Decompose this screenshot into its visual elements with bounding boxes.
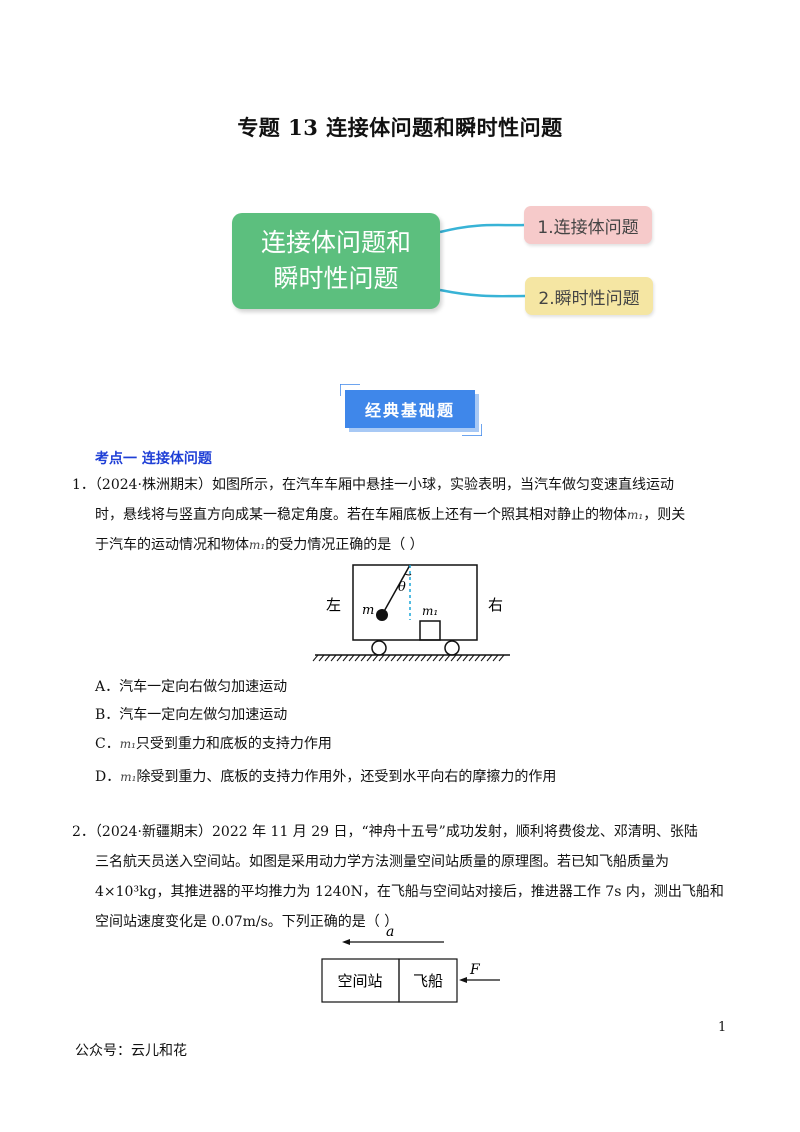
hatch-mark <box>324 654 331 662</box>
hatch-mark <box>420 654 427 662</box>
section-badge: 经典基础题 <box>340 384 482 436</box>
hatch-mark <box>396 654 403 662</box>
q1-m1-symbol: m₁ <box>627 508 644 522</box>
q2-line3: 4×10³kg，其推进器的平均推力为 1240N，在飞船与空间站对接后，推进器工… <box>95 884 724 900</box>
block-m1 <box>419 620 441 641</box>
q1-text: 1．（2024·株洲期末）如图所示，在汽车车厢中悬挂一小球，实验表明，当汽车做匀… <box>72 470 732 560</box>
q1-line2: 时，悬线将与竖直方向成某一稳定角度。若在车厢底板上还有一个照其相对静止的物体 <box>95 507 627 523</box>
mindmap-node-connected-body: 1.连接体问题 <box>524 206 652 244</box>
q1-m1-symbol-2: m₁ <box>249 538 266 552</box>
option-a-label: A． <box>95 679 120 695</box>
block-label: m₁ <box>422 604 438 618</box>
q2-line2: 三名航天员送入空间站。如图是采用动力学方法测量空间站质量的原理图。若已知飞船质量… <box>95 854 669 870</box>
option-c-symbol: m₁ <box>119 737 136 751</box>
mindmap-node-instantaneous: 2.瞬时性问题 <box>525 277 653 315</box>
hatch-mark <box>342 654 349 662</box>
option-c-text: 只受到重力和底板的支持力作用 <box>135 736 332 752</box>
ground-hatching <box>312 654 505 662</box>
q1-figure: θ m m₁ 左 右 <box>312 564 510 662</box>
station-label: 空间站 <box>337 972 382 990</box>
wheel-right <box>444 640 460 656</box>
mass-label: m <box>362 603 374 618</box>
hatch-mark <box>498 654 505 662</box>
q1-option-a[interactable]: A．汽车一定向右做匀加速运动 <box>95 676 287 696</box>
hatch-mark <box>480 654 487 662</box>
option-a-text: 汽车一定向右做匀加速运动 <box>119 679 288 695</box>
hatch-mark <box>408 654 415 662</box>
hatch-mark <box>318 654 325 662</box>
hatch-mark <box>330 654 337 662</box>
hatch-mark <box>444 654 451 662</box>
q1-line3: 于汽车的运动情况和物体 <box>95 537 249 553</box>
q2-line1: 2022 年 11 月 29 日，“神舟十五号”成功发射，顺利将费俊龙、邓清明、… <box>212 824 698 840</box>
hatch-mark <box>462 654 469 662</box>
hatch-mark <box>492 654 499 662</box>
q2-source: （2024·新疆期末） <box>94 824 213 840</box>
option-d-text: 除受到重力、底板的支持力作用外，还受到水平向右的摩擦力的作用 <box>136 769 557 785</box>
hatch-mark <box>438 654 445 662</box>
hatch-mark <box>414 654 421 662</box>
option-c-label: C． <box>95 736 120 752</box>
hatch-mark <box>378 654 385 662</box>
car-body <box>352 564 478 641</box>
hatch-mark <box>456 654 463 662</box>
q2-text: 2．（2024·新疆期末）2022 年 11 月 29 日，“神舟十五号”成功发… <box>72 817 732 937</box>
hatch-mark <box>366 654 373 662</box>
angle-label: θ <box>398 580 406 595</box>
hatch-mark <box>432 654 439 662</box>
option-b-text: 汽车一定向左做匀加速运动 <box>119 707 288 723</box>
option-d-label: D． <box>95 769 121 785</box>
hatch-mark <box>312 654 319 662</box>
hatch-mark <box>348 654 355 662</box>
hatch-mark <box>360 654 367 662</box>
hatch-mark <box>354 654 361 662</box>
option-b-label: B． <box>95 707 120 723</box>
hatch-mark <box>474 654 481 662</box>
section-heading: 考点一 连接体问题 <box>95 451 212 467</box>
badge-label: 经典基础题 <box>345 390 475 428</box>
option-d-symbol: m₁ <box>120 770 137 784</box>
wheel-left <box>371 640 387 656</box>
q1-line3-end: 的受力情况正确的是（ ） <box>265 537 424 553</box>
q2-number: 2． <box>72 824 95 840</box>
page-title: 专题 13 连接体问题和瞬时性问题 <box>237 115 563 140</box>
q1-line2-end: ，则关 <box>643 507 686 523</box>
footer-text: 公众号：云儿和花 <box>75 1043 187 1059</box>
hatch-mark <box>426 654 433 662</box>
q1-number: 1． <box>72 477 95 493</box>
q1-option-d[interactable]: D．m₁除受到重力、底板的支持力作用外，还受到水平向右的摩擦力的作用 <box>95 766 556 786</box>
hatch-mark <box>402 654 409 662</box>
q2-figure: a 空间站 飞船 F <box>321 924 500 1003</box>
ship-box <box>398 958 458 1003</box>
right-label: 右 <box>488 596 503 614</box>
q2-line4: 空间站速度变化是 0.07m/s。下列正确的是（ ） <box>95 914 399 930</box>
q1-source: （2024·株洲期末） <box>94 477 213 493</box>
q1-option-c[interactable]: C．m₁只受到重力和底板的支持力作用 <box>95 733 332 753</box>
hatch-mark <box>450 654 457 662</box>
hatch-mark <box>486 654 493 662</box>
pendulum-string <box>381 564 411 616</box>
force-label: F <box>469 962 481 978</box>
hatch-mark <box>336 654 343 662</box>
hatch-mark <box>372 654 379 662</box>
pendulum-ball <box>376 609 388 621</box>
q1-option-b[interactable]: B．汽车一定向左做匀加速运动 <box>95 704 287 724</box>
page-number: 1 <box>718 1020 727 1035</box>
hatch-mark <box>468 654 475 662</box>
ship-label: 飞船 <box>413 972 443 990</box>
left-label: 左 <box>326 596 341 614</box>
hatch-mark <box>384 654 391 662</box>
accel-label: a <box>386 924 394 940</box>
hatch-mark <box>390 654 397 662</box>
mindmap-connectors <box>439 223 526 298</box>
mindmap-main-node: 连接体问题和 瞬时性问题 <box>232 213 440 309</box>
q1-line1: 如图所示，在汽车车厢中悬挂一小球，实验表明，当汽车做匀变速直线运动 <box>212 477 675 493</box>
